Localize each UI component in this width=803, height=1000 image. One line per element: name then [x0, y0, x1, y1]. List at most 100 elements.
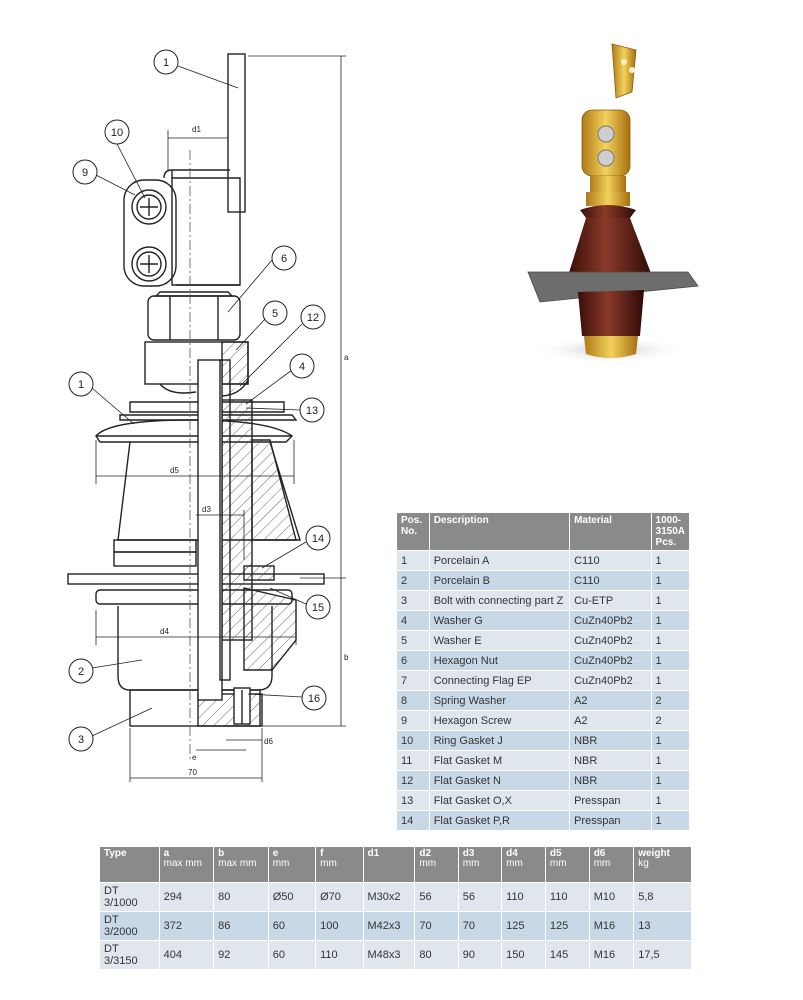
cell-material: Presspan [570, 791, 651, 810]
cell-pcs: 1 [651, 671, 689, 690]
table-cell: 56 [458, 883, 502, 911]
cell-material: Cu-ETP [570, 591, 651, 610]
svg-text:6: 6 [281, 253, 287, 265]
table-cell: 372 [159, 912, 214, 940]
cell-material: CuZn40Pb2 [570, 651, 651, 670]
cell-no: 5 [397, 631, 429, 650]
svg-text:13: 13 [306, 405, 318, 417]
bushing-photo [527, 43, 699, 364]
washer-e [144, 341, 249, 397]
table-cell: 150 [502, 941, 545, 969]
callout-16: 16 [247, 685, 327, 711]
svg-text:16: 16 [308, 693, 320, 705]
table-cell: 110 [545, 883, 589, 911]
cell-material: NBR [570, 731, 651, 750]
cell-pcs: 1 [651, 551, 689, 570]
svg-text:12: 12 [307, 312, 319, 324]
table-cell: 70 [415, 912, 458, 940]
cell-material: NBR [570, 771, 651, 790]
dim-d4: d4 [160, 627, 169, 636]
cell-description: Porcelain B [429, 571, 570, 590]
cell-description: Ring Gasket J [429, 731, 570, 750]
table-cell: 294 [159, 883, 214, 911]
dim-d6: d6 [264, 737, 273, 746]
cell-description: Spring Washer [429, 691, 570, 710]
table-cell: 80 [415, 941, 458, 969]
cell-no: 10 [397, 731, 429, 750]
callout-13: 13 [245, 397, 325, 423]
central-bolt [197, 359, 251, 725]
cell-pcs: 1 [651, 771, 689, 790]
svg-text:2: 2 [78, 666, 84, 678]
table-cell: 80 [214, 883, 268, 911]
table-cell: 125 [502, 912, 545, 940]
table-cell: DT 3/2000 [100, 912, 159, 940]
cell-no: 14 [397, 811, 429, 830]
table-cell: Ø70 [316, 883, 363, 911]
table-cell: 110 [316, 941, 363, 969]
svg-text:14: 14 [312, 533, 324, 545]
callout-2: 2 [68, 658, 143, 684]
col-header: Type [100, 847, 159, 882]
cell-material: Presspan [570, 811, 651, 830]
table-cell: M48x3 [363, 941, 415, 969]
table-cell: M30x2 [363, 883, 415, 911]
cell-pcs: 1 [651, 591, 689, 610]
cell-pcs: 1 [651, 731, 689, 750]
cell-description: Flat Gasket O,X [429, 791, 570, 810]
cell-no: 4 [397, 611, 429, 630]
cell-material: A2 [570, 691, 651, 710]
cell-description: Flat Gasket M [429, 751, 570, 770]
cell-pcs: 1 [651, 571, 689, 590]
cell-no: 12 [397, 771, 429, 790]
callout-11: 10 [104, 119, 146, 199]
svg-text:3: 3 [78, 734, 84, 746]
callout-3: 3 [68, 707, 153, 752]
dim-e: e [192, 753, 197, 762]
cell-no: 3 [397, 591, 429, 610]
cell-no: 1 [397, 551, 429, 570]
table-cell: 100 [316, 912, 363, 940]
svg-text:9: 9 [82, 167, 88, 179]
table-cell: 17,5 [634, 941, 691, 969]
cell-description: Flat Gasket N [429, 771, 570, 790]
svg-text:4: 4 [299, 361, 305, 373]
cell-no: 13 [397, 791, 429, 810]
cell-pcs: 1 [651, 611, 689, 630]
table-cell: 145 [545, 941, 589, 969]
cell-pcs: 1 [651, 791, 689, 810]
dim-b: b [344, 653, 349, 662]
cell-no: 9 [397, 711, 429, 730]
cell-material: CuZn40Pb2 [570, 671, 651, 690]
table-cell: 56 [415, 883, 458, 911]
cell-description: Washer G [429, 611, 570, 630]
callout-14: 14 [261, 525, 331, 569]
svg-text:1: 1 [163, 57, 169, 69]
callout-9: 1 [153, 49, 239, 89]
cell-material: C110 [570, 551, 651, 570]
callout-1-text: 1 [78, 379, 84, 391]
cell-description: Bolt with connecting part Z [429, 591, 570, 610]
table-cell: 125 [545, 912, 589, 940]
cell-pcs: 1 [651, 751, 689, 770]
table-cell: 86 [214, 912, 268, 940]
